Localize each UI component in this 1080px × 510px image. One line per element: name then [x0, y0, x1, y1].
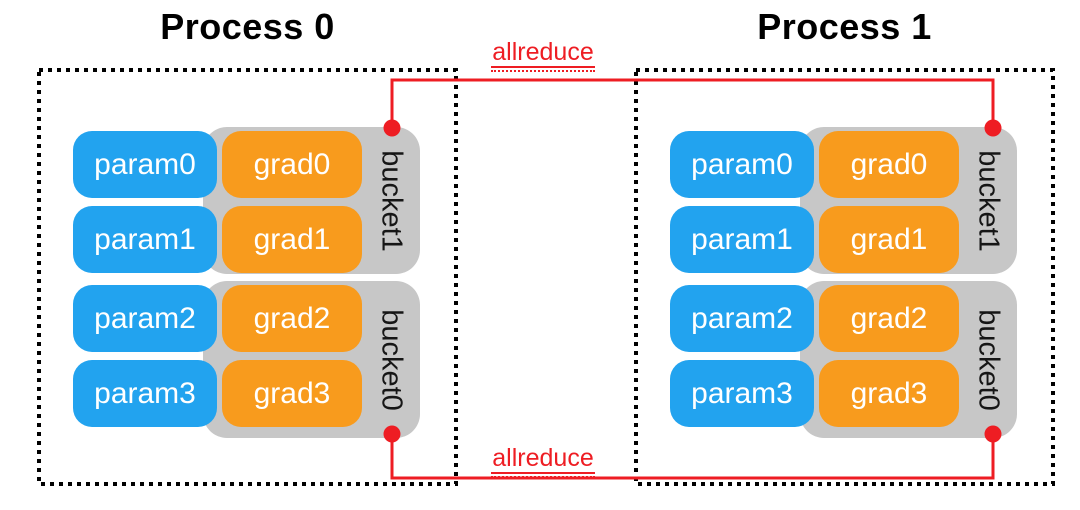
grad-box: grad0	[222, 131, 362, 198]
grad-box: grad3	[222, 360, 362, 427]
process-0-title: Process 0	[160, 6, 335, 47]
process-0-panel: bucket1 bucket0 param0 grad0 param1 grad…	[37, 68, 458, 486]
bucket-label: bucket1	[375, 149, 408, 252]
allreduce-dotted-underline: allreduce	[491, 40, 595, 72]
bucket-label: bucket1	[972, 149, 1005, 252]
param-box: param2	[670, 285, 814, 352]
param-box: param3	[670, 360, 814, 427]
param-box: param1	[73, 206, 217, 273]
bucket-label: bucket0	[972, 308, 1005, 411]
grad-box: grad1	[819, 206, 959, 273]
param-box: param1	[670, 206, 814, 273]
grad-box: grad0	[819, 131, 959, 198]
param-box: param3	[73, 360, 217, 427]
allreduce-dotted-underline: allreduce	[491, 446, 595, 478]
param-box: param2	[73, 285, 217, 352]
allreduce-label-bottom: allreduce	[443, 446, 643, 478]
process-1-title: Process 1	[757, 6, 932, 47]
allreduce-label-top: allreduce	[443, 40, 643, 72]
grad-box: grad3	[819, 360, 959, 427]
bucket-label: bucket0	[375, 308, 408, 411]
process-1-panel: bucket1 bucket0 param0 grad0 param1 grad…	[634, 68, 1055, 486]
grad-box: grad2	[819, 285, 959, 352]
grad-box: grad1	[222, 206, 362, 273]
param-box: param0	[73, 131, 217, 198]
grad-box: grad2	[222, 285, 362, 352]
param-box: param0	[670, 131, 814, 198]
